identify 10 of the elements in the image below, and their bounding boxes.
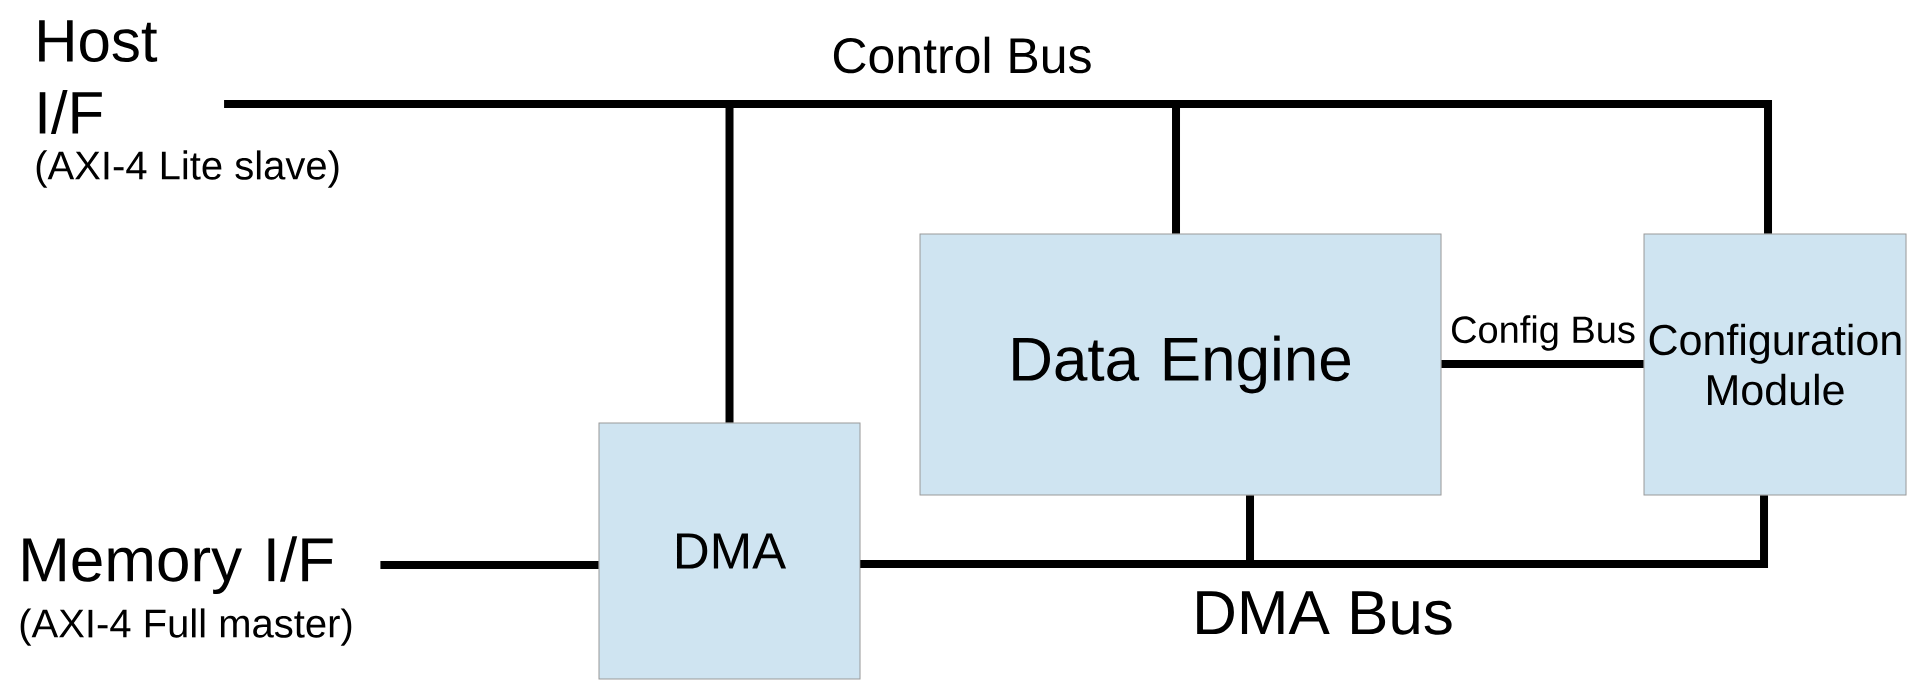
module-box: Data Engine (919, 233, 1442, 496)
module-box: DMA (598, 422, 861, 680)
bus-label: DMA Bus (1197, 591, 1452, 635)
edge-label: Config Bus (1448, 313, 1638, 353)
interface-note: (AXI-4 Lite slave) (36, 150, 339, 188)
interface-label: Host I/F (39, 20, 158, 135)
interface-label: Memory I/F (23, 536, 333, 594)
interface-note: (AXI-4 Full master) (20, 608, 352, 646)
module-box: Configuration Module (1643, 233, 1907, 496)
bus-label: Control Bus (833, 36, 1091, 74)
